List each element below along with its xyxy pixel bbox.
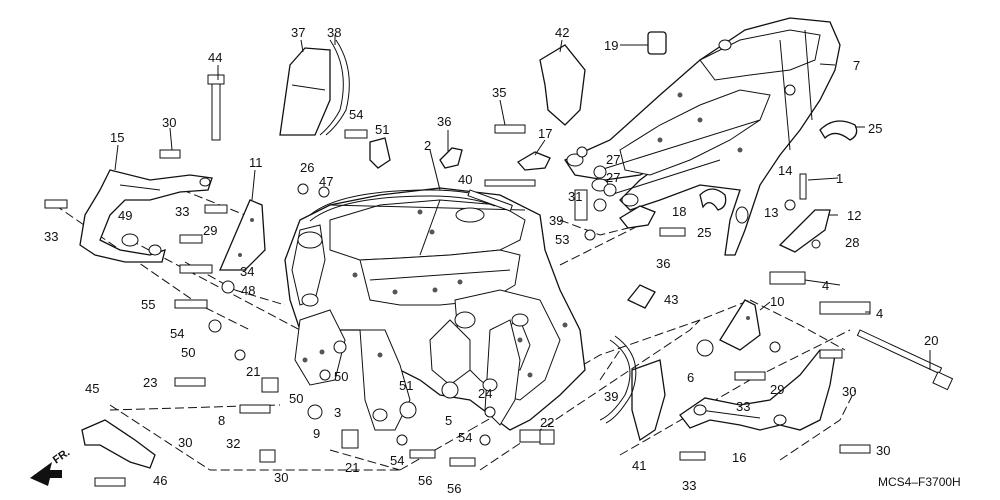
part-label: 22 (540, 415, 554, 430)
part-label: 25 (697, 225, 711, 240)
front-arrow-icon (30, 462, 62, 486)
part-label: 19 (604, 38, 618, 53)
part-label: 45 (85, 381, 99, 396)
part-label: 33 (44, 229, 58, 244)
part-label: 37 (291, 25, 305, 40)
part-label: 30 (876, 443, 890, 458)
part-label: 21 (345, 460, 359, 475)
diagram-code: MCS4–F3700H (878, 475, 961, 489)
part-label: 54 (349, 107, 363, 122)
part-label: 38 (327, 25, 341, 40)
leader-lines (114, 35, 931, 370)
part-label: 2 (424, 138, 431, 153)
part-label: 1 (836, 171, 843, 186)
part-label: 33 (736, 399, 750, 414)
part-number-labels: 1 2 3 4 4 5 6 7 8 9 10 11 12 13 14 15 16… (44, 25, 938, 496)
part-label: 43 (664, 292, 678, 307)
front-direction-label: FR. (51, 446, 72, 466)
part-label: 53 (555, 232, 569, 247)
part-label: 10 (770, 294, 784, 309)
part-label: 25 (868, 121, 882, 136)
part-label: 54 (458, 430, 472, 445)
part-label: 51 (399, 378, 413, 393)
part-label: 17 (538, 126, 552, 141)
part-label: 39 (549, 213, 563, 228)
part-label: 56 (447, 481, 461, 496)
part-label: 14 (778, 163, 792, 178)
part-label: 33 (175, 204, 189, 219)
part-label: 23 (143, 375, 157, 390)
part-label: 39 (604, 389, 618, 404)
part-label: 55 (141, 297, 155, 312)
part-label: 4 (876, 306, 883, 321)
part-label: 54 (170, 326, 184, 341)
part-label: 41 (632, 458, 646, 473)
part-label: 46 (153, 473, 167, 488)
part-label: 30 (162, 115, 176, 130)
part-label: 31 (568, 189, 582, 204)
main-frame (284, 187, 586, 431)
part-label: 56 (418, 473, 432, 488)
part-label: 49 (118, 208, 132, 223)
part-label: 20 (924, 333, 938, 348)
part-label: 44 (208, 50, 222, 65)
part-label: 24 (478, 386, 492, 401)
part-label: 40 (458, 172, 472, 187)
part-label: 3 (334, 405, 341, 420)
part-label: 21 (246, 364, 260, 379)
part-label: 4 (822, 278, 829, 293)
part-label: 30 (178, 435, 192, 450)
part-label: 35 (492, 85, 506, 100)
part-label: 27 (606, 152, 620, 167)
part-label: 29 (770, 382, 784, 397)
part-label: 51 (375, 122, 389, 137)
part-label: 42 (555, 25, 569, 40)
part-label: 32 (226, 436, 240, 451)
part-label: 6 (687, 370, 694, 385)
part-label: 16 (732, 450, 746, 465)
part-label: 54 (390, 453, 404, 468)
part-label: 9 (313, 426, 320, 441)
part-label: 8 (218, 413, 225, 428)
part-label: 28 (845, 235, 859, 250)
part-label: 30 (842, 384, 856, 399)
part-label: 48 (241, 283, 255, 298)
part-label: 34 (240, 264, 254, 279)
part-label: 15 (110, 130, 124, 145)
part-label: 47 (319, 174, 333, 189)
part-label: 33 (682, 478, 696, 493)
part-label: 50 (289, 391, 303, 406)
part-label: 7 (853, 58, 860, 73)
part-label: 11 (249, 155, 263, 170)
part-label: 29 (203, 223, 217, 238)
part-label: 50 (334, 369, 348, 384)
part-label: 27 (606, 170, 620, 185)
part-label: 18 (672, 204, 686, 219)
part-label: 36 (437, 114, 451, 129)
part-label: 5 (445, 413, 452, 428)
rear-subframe (564, 17, 841, 256)
left-footrest-bracket (79, 169, 213, 263)
part-label: 13 (764, 205, 778, 220)
part-label: 50 (181, 345, 195, 360)
part-label: 30 (274, 470, 288, 485)
right-footrest-bracket (679, 349, 836, 431)
part-label: 26 (300, 160, 314, 175)
brackets (81, 39, 831, 469)
fasteners (44, 31, 954, 487)
part-label: 36 (656, 256, 670, 271)
part-label: 12 (847, 208, 861, 223)
front-direction-marker: FR. (30, 446, 72, 486)
